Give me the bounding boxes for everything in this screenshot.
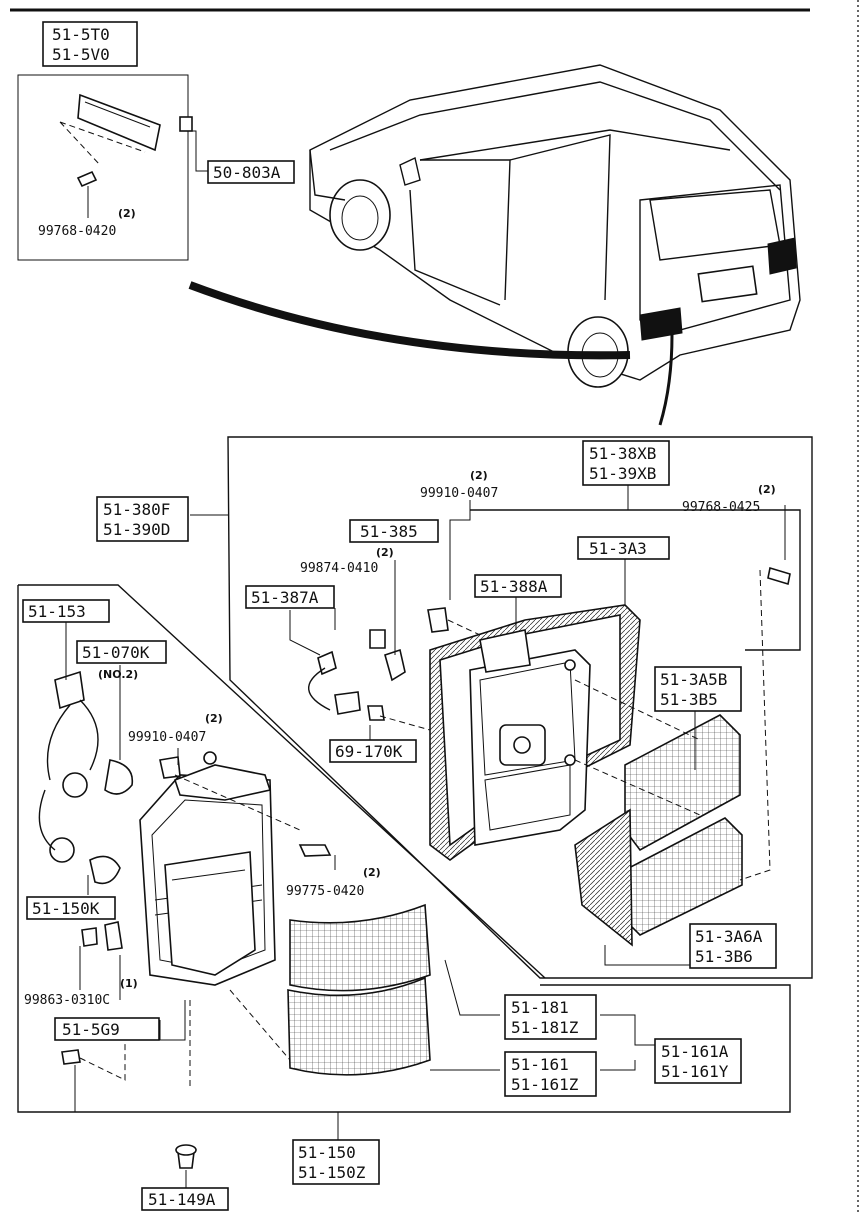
label-51-150-group: 51-150 51-150Z — [292, 1139, 380, 1185]
label-99910-0407b: 99910-0407 — [128, 730, 206, 745]
qty-99775-0420: (2) — [363, 866, 381, 879]
label-51-153-group: 51-153 — [22, 599, 110, 623]
label-51-380f-group: 51-380F 51-390D — [96, 496, 189, 542]
leader-lines — [65, 485, 786, 1188]
label-no2: (NO.2) — [98, 668, 138, 681]
label-51-070k-group: 51-070K — [76, 640, 167, 664]
label-51-150k-group: 51-150K — [26, 896, 116, 920]
label-51-3b6: 51-3B6 — [695, 947, 753, 966]
label-51-3a3: 51-3A3 — [589, 539, 647, 558]
label-51-390d: 51-390D — [103, 520, 170, 539]
qty-99768-0425: (2) — [758, 483, 776, 496]
label-51-39xb: 51-39XB — [589, 464, 656, 483]
license-lamp-box — [17, 74, 189, 261]
label-51-388a-group: 51-388A — [474, 574, 562, 598]
rear-lamp-arrow — [658, 334, 674, 426]
label-99910-0407a: 99910-0407 — [420, 486, 498, 501]
label-51-149a: 51-149A — [148, 1190, 216, 1209]
label-51-181-group: 51-181 51-181Z — [504, 994, 597, 1040]
qty-99910-0407b: (2) — [205, 712, 223, 725]
label-51-3a5b-group: 51-3A5B 51-3B5 — [654, 666, 742, 712]
inner-lamp-group-outline — [18, 584, 546, 979]
label-99768-0420: 99768-0420 — [38, 224, 116, 239]
label-51-181: 51-181 — [511, 998, 569, 1017]
label-51-5v0: 51-5V0 — [52, 45, 110, 64]
upper-lamp-assembly — [429, 509, 801, 947]
label-69-170k: 69-170K — [335, 742, 403, 761]
label-51-387a: 51-387A — [251, 588, 319, 607]
label-51-161z: 51-161Z — [511, 1075, 579, 1094]
qty-99768-0420: (2) — [118, 207, 136, 220]
label-69-170k-group: 69-170K — [329, 739, 417, 763]
label-50-803a-group: 50-803A — [207, 160, 295, 184]
plate-lamp-arrow — [188, 281, 631, 360]
lower-lamp-group-outline — [17, 585, 791, 1113]
label-51-3b5: 51-3B5 — [660, 690, 718, 709]
label-51-3a3-group: 51-3A3 — [577, 536, 670, 560]
label-51-5g9: 51-5G9 — [62, 1020, 120, 1039]
label-99768-0425: 99768-0425 — [682, 500, 760, 515]
label-51-3a6a: 51-3A6A — [695, 927, 763, 946]
label-51-150k: 51-150K — [32, 899, 100, 918]
qty-99863-0310c: (1) — [120, 977, 138, 990]
label-51-5g9-group: 51-5G9 — [54, 1017, 160, 1041]
label-51-161y: 51-161Y — [661, 1062, 729, 1081]
label-51-161a-group: 51-161A 51-161Y — [654, 1038, 742, 1084]
lens-pieces — [189, 903, 431, 1090]
label-51-385-group: 51-385 — [349, 519, 439, 543]
label-51-3a5b: 51-3A5B — [660, 670, 727, 689]
label-51-181z: 51-181Z — [511, 1018, 579, 1037]
qty-99910-0407a: (2) — [470, 469, 488, 482]
rear-lamp-group-outline — [227, 436, 813, 979]
lower-lamp-assembly — [139, 751, 332, 986]
label-51-149a-group: 51-149A — [141, 1187, 229, 1211]
label-51-38xb: 51-38XB — [589, 444, 656, 463]
label-51-385: 51-385 — [360, 522, 418, 541]
label-99863-0310c: 99863-0310C — [24, 993, 110, 1008]
qty-99874-0410: (2) — [376, 546, 394, 559]
label-51-388a: 51-388A — [480, 577, 548, 596]
label-51-380f: 51-380F — [103, 500, 170, 519]
label-51-5t0: 51-5T0 — [52, 25, 110, 44]
label-51-161-group: 51-161 51-161Z — [504, 1051, 597, 1097]
socket-wire-upper — [308, 607, 481, 731]
label-51-3a6a-group: 51-3A6A 51-3B6 — [689, 923, 777, 969]
label-51-161: 51-161 — [511, 1055, 569, 1074]
label-99874-0410: 99874-0410 — [300, 561, 378, 576]
license-lamp-part — [59, 93, 193, 188]
label-51-5t0-group: 51-5T0 51-5V0 — [42, 21, 138, 67]
label-51-150z: 51-150Z — [298, 1163, 366, 1182]
label-51-161a: 51-161A — [661, 1042, 729, 1061]
label-51-070k: 51-070K — [82, 643, 150, 662]
label-51-153: 51-153 — [28, 602, 86, 621]
label-51-387a-group: 51-387A — [245, 585, 335, 609]
label-99775-0420: 99775-0420 — [286, 884, 364, 899]
label-51-150: 51-150 — [298, 1143, 356, 1162]
label-50-803a: 50-803A — [213, 163, 281, 182]
label-51-38xb-group: 51-38XB 51-39XB — [582, 440, 670, 486]
